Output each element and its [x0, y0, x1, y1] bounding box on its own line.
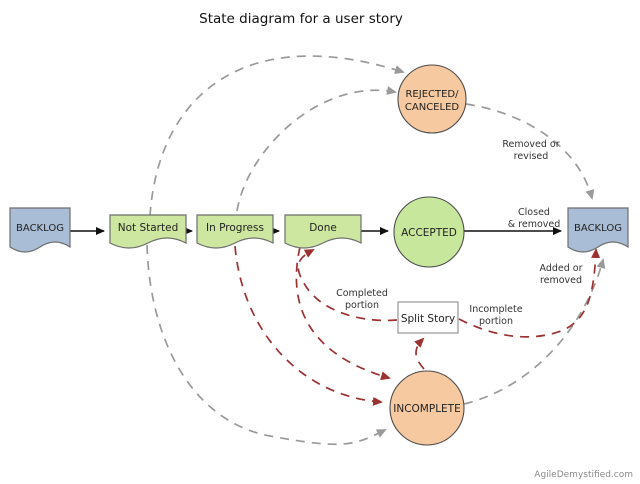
rejected-canceled-label-line2: CANCELED	[405, 102, 459, 113]
incomplete-portion-line1: Incomplete	[469, 304, 522, 315]
node-split-story: Split Story	[397, 301, 459, 334]
node-accepted: ACCEPTED	[393, 196, 465, 268]
edge-incomplete-to-splitstory	[414, 337, 425, 370]
not-started-shape	[109, 214, 187, 249]
node-rejected-canceled: REJECTED/ CANCELED	[397, 64, 467, 134]
accepted-shape	[393, 196, 465, 268]
edge-rejected-to-backlog	[465, 103, 595, 200]
node-not-started: Not Started	[109, 214, 187, 249]
edge-label-incomplete-portion: Incomplete portion	[469, 304, 522, 327]
in-progress-label: In Progress	[206, 222, 264, 234]
node-backlog-right: BACKLOG	[567, 207, 629, 253]
backlog-right-shape	[567, 207, 629, 253]
accepted-label: ACCEPTED	[401, 227, 457, 239]
split-story-shape	[397, 301, 459, 334]
node-backlog-left: BACKLOG	[9, 207, 71, 253]
completed-portion-line1: Completed	[336, 288, 388, 299]
edge-label-added-removed: Added or removed	[539, 263, 582, 286]
split-story-label: Split Story	[401, 313, 455, 325]
footer-credit: AgileDemystified.com	[534, 470, 633, 480]
edge-incomplete-to-backlog	[463, 258, 606, 405]
backlog-left-shape	[9, 207, 71, 253]
edge-label-removed-revised: Removed or revised	[502, 139, 559, 162]
edge-inprogress-to-rejected	[236, 86, 397, 212]
node-incomplete: INCOMPLETE	[389, 370, 465, 446]
closed-removed-line2: & removed	[508, 219, 561, 230]
edge-splitstory-to-done	[297, 249, 398, 322]
not-started-label: Not Started	[118, 222, 179, 234]
rejected-canceled-label-line1: REJECTED/	[405, 89, 459, 100]
edge-done-to-incomplete	[295, 246, 391, 381]
edge-notstarted-to-incomplete	[146, 244, 387, 446]
done-label: Done	[309, 222, 337, 234]
edge-notstarted-to-rejected	[149, 55, 405, 217]
closed-removed-line1: Closed	[518, 207, 550, 218]
rejected-canceled-shape	[397, 64, 467, 134]
incomplete-portion-line2: portion	[479, 316, 513, 327]
in-progress-shape	[196, 214, 274, 249]
removed-revised-line2: revised	[514, 151, 549, 162]
edge-splitstory-to-backlog	[458, 248, 601, 338]
added-removed-line2: removed	[540, 275, 582, 286]
backlog-left-label: BACKLOG	[16, 223, 64, 234]
incomplete-label: INCOMPLETE	[393, 403, 460, 415]
done-shape	[284, 214, 362, 249]
node-done: Done	[284, 214, 362, 249]
node-in-progress: In Progress	[196, 214, 274, 249]
removed-revised-line1: Removed or	[502, 139, 559, 150]
diagram-title: State diagram for a user story	[199, 11, 403, 27]
edge-inprogress-to-incomplete	[234, 245, 383, 406]
added-removed-line1: Added or	[539, 263, 582, 274]
completed-portion-line2: portion	[345, 300, 379, 311]
edge-label-completed-portion: Completed portion	[336, 288, 388, 311]
incomplete-shape	[389, 370, 465, 446]
backlog-right-label: BACKLOG	[574, 223, 622, 234]
edge-label-closed-removed: Closed & removed	[508, 207, 561, 230]
